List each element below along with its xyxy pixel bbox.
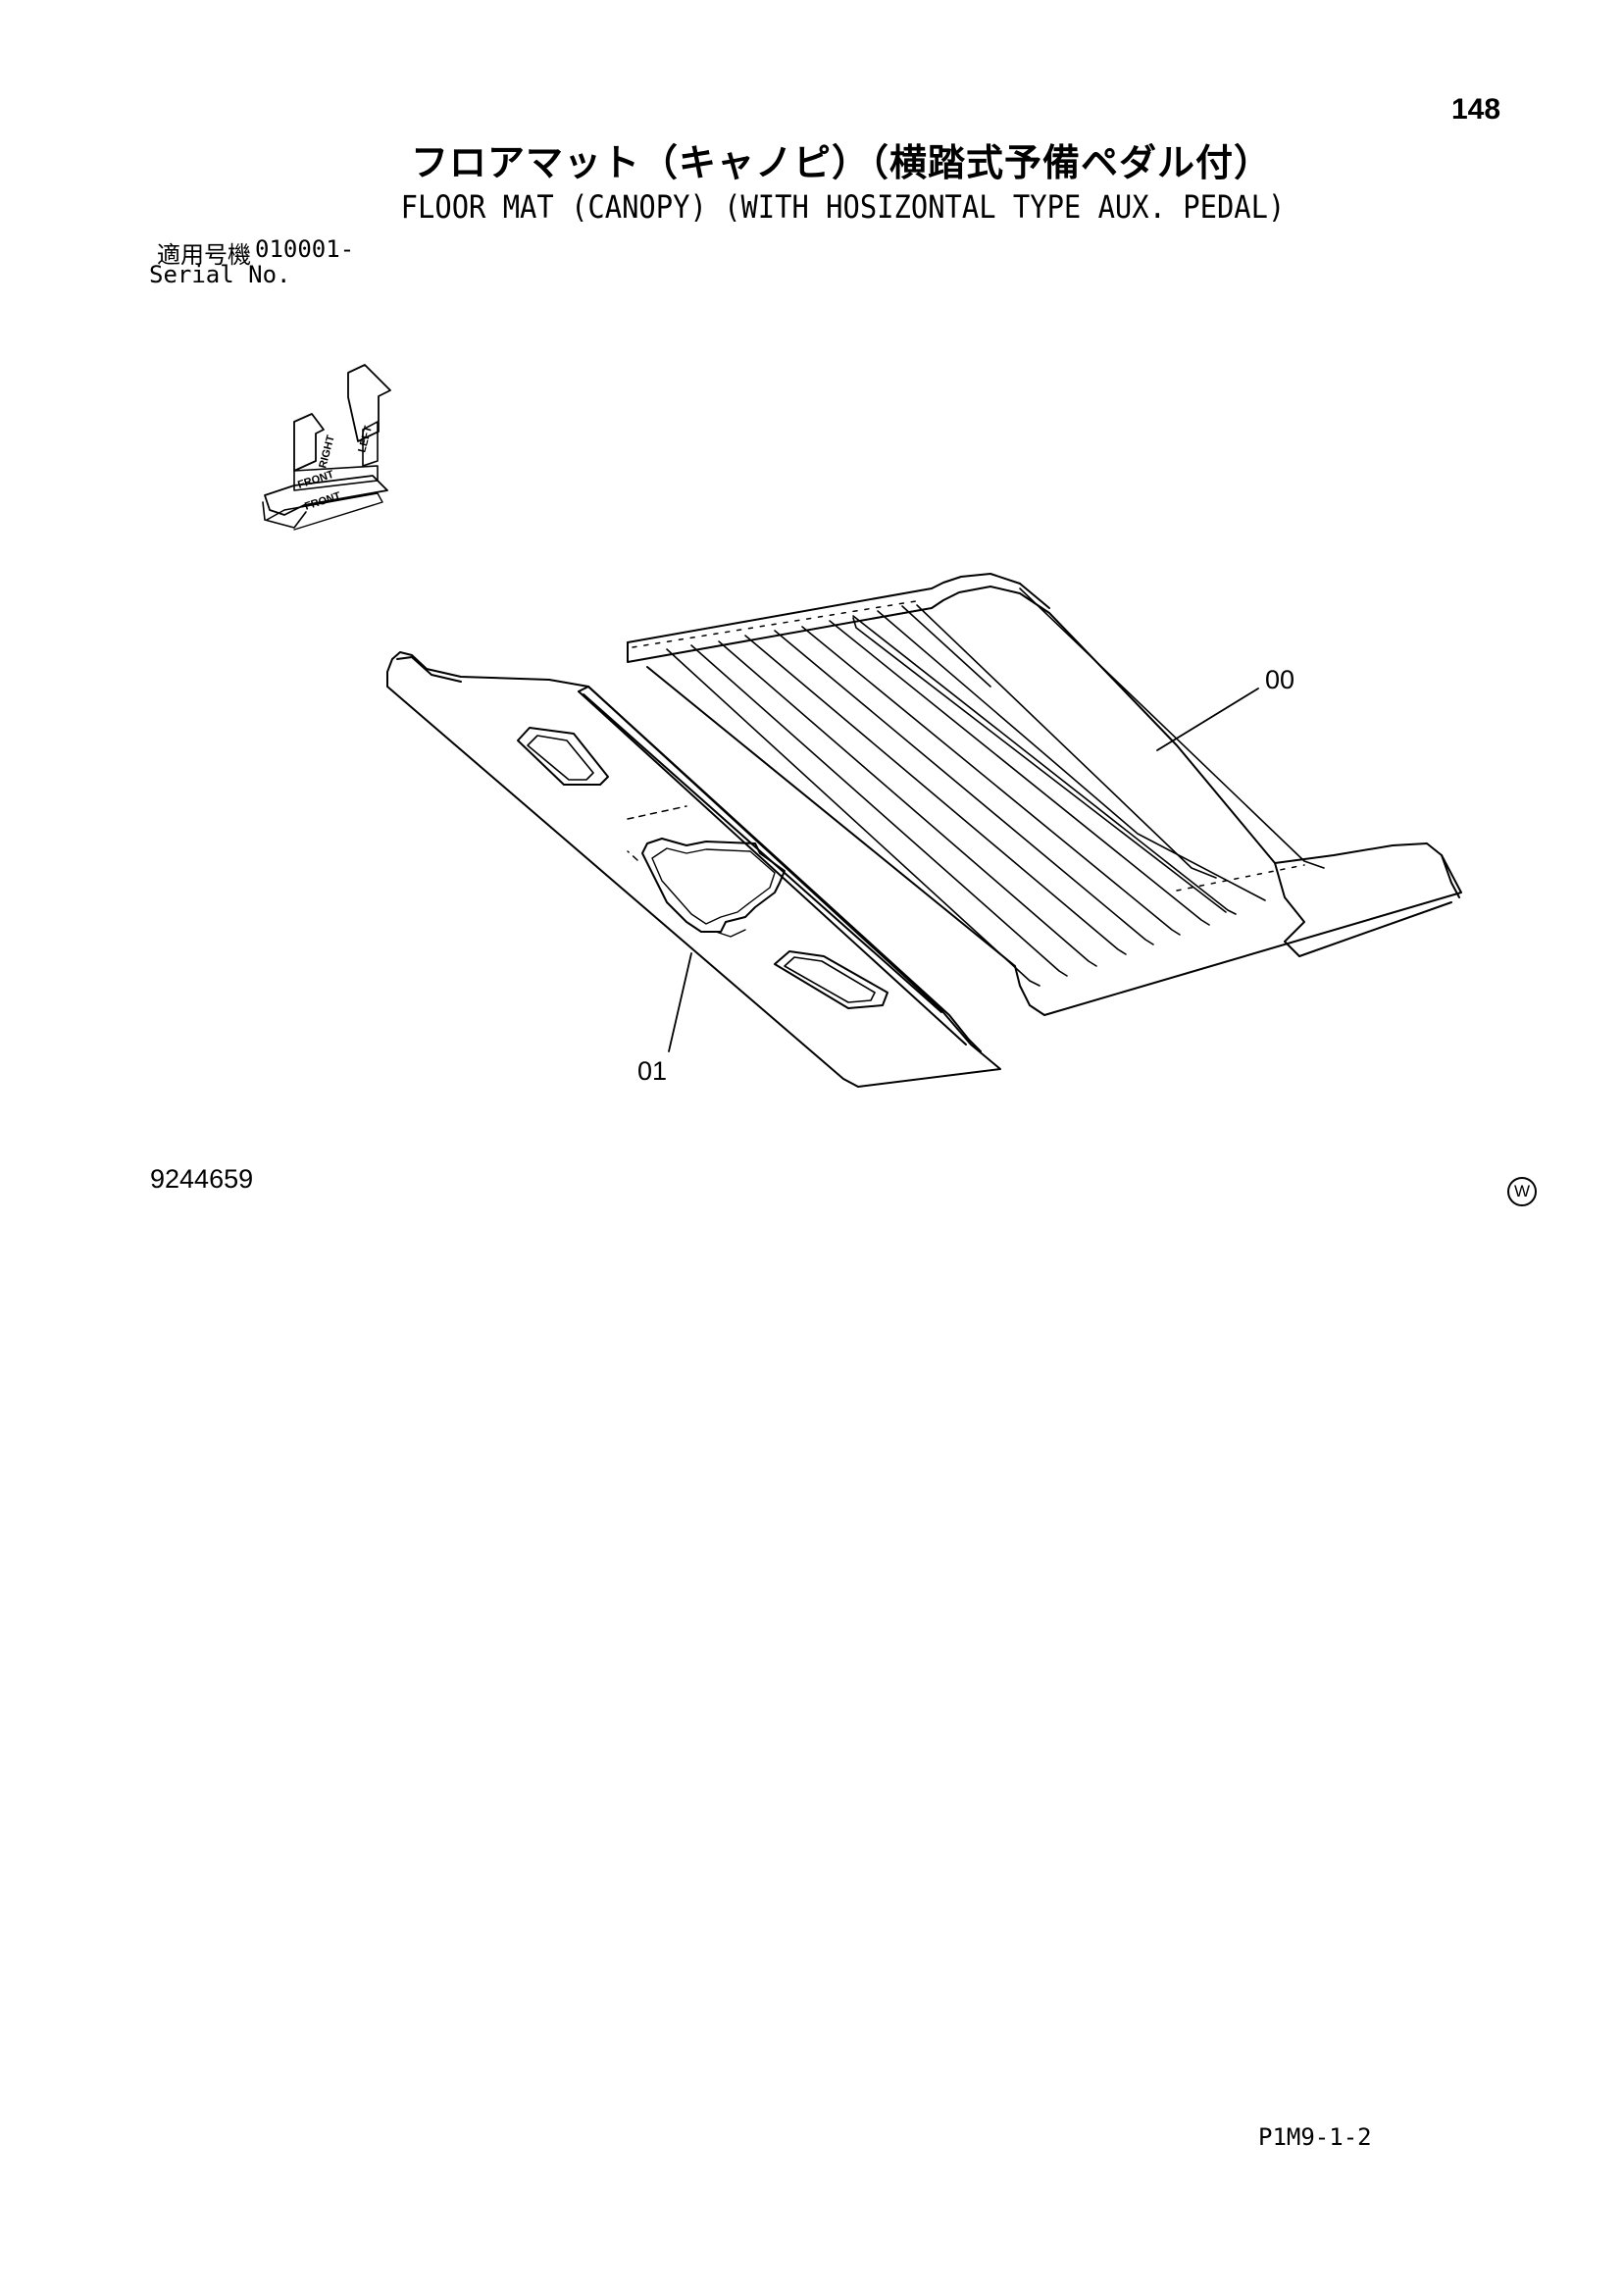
serial-label-japanese: 適用号機 (157, 241, 251, 269)
drawing-number: 9244659 (150, 1164, 254, 1194)
leader-line-00 (1156, 688, 1259, 751)
orientation-label-left: LEFT (356, 425, 375, 454)
floor-mat-main (627, 573, 1462, 1016)
orientation-label-right: RIGHT (317, 434, 337, 469)
serial-label-english: Serial No. (149, 261, 291, 288)
page-title-japanese: フロアマット（キャノピ）（横踏式予備ペダル付） (410, 141, 1272, 184)
footer-page-code: P1M9-1-2 (1258, 2123, 1372, 2151)
floor-mat-front (386, 651, 1001, 1088)
leader-line-01 (668, 952, 692, 1052)
callout-label-01: 01 (637, 1056, 668, 1086)
page-title-english: FLOOR MAT (CANOPY) (WITH HOSIZONTAL TYPE… (400, 188, 1286, 226)
orientation-indicator: LEFT RIGHT FRONT FRONT (262, 364, 391, 531)
orientation-label-front-2: FRONT (303, 490, 342, 513)
serial-number-value: 010001- (255, 235, 355, 263)
w-mark: W (1507, 1177, 1537, 1206)
callout-label-00: 00 (1265, 665, 1295, 694)
page-number: 148 (1451, 93, 1501, 126)
